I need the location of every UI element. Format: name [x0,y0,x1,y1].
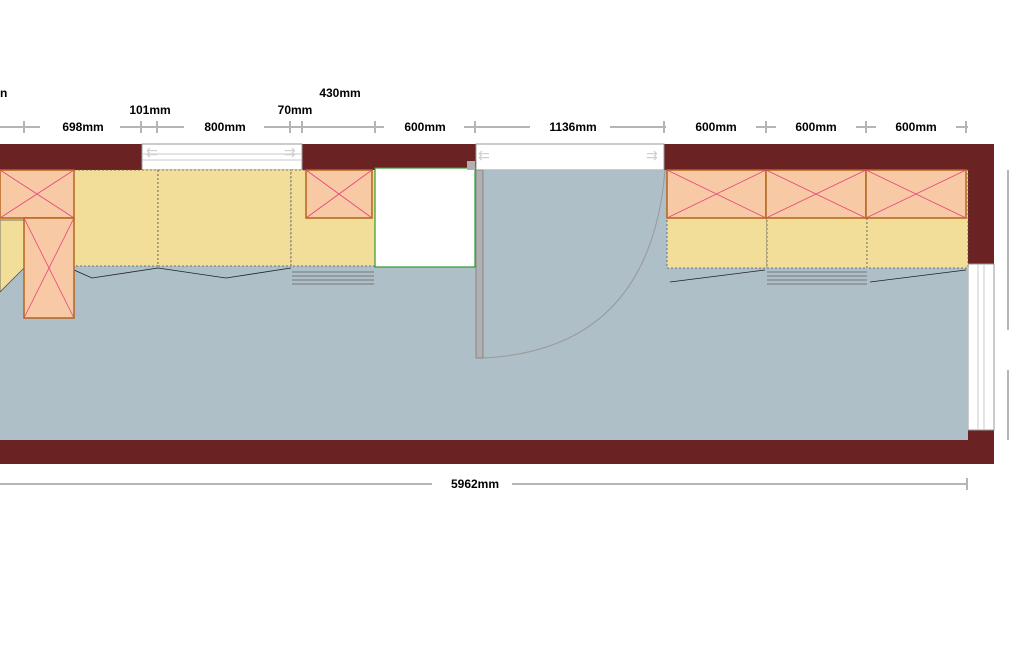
wall-top-middle [302,144,476,170]
dimension-label: 430mm [319,86,360,100]
bottom-dimension [0,478,968,490]
dimension-label: 600mm [404,120,445,134]
window-top-left[interactable] [141,143,303,171]
dimension-label: 698mm [62,120,103,134]
dimension-label: 600mm [695,120,736,134]
dimension-label: 70mm [278,103,313,117]
dimension-label: 800mm [204,120,245,134]
window-arrow-icon: ⇉ [284,145,296,161]
door-hinge-icon [467,161,475,170]
cabinet-door-swing-icon [869,269,967,283]
wall-cabinets-top-left [0,169,373,319]
wall-bottom [0,440,994,464]
cabinet-door-swing-icon [669,269,766,283]
wall-cabinets-top-right [666,169,967,219]
wall-top-left [0,144,142,170]
opening-arrow-icon: ⇉ [646,148,658,164]
window-right[interactable] [967,263,995,431]
windows: ⇇ ⇉ ⇇ ⇉ [141,143,995,431]
door [467,161,666,359]
dimension-label-total: 5962mm [451,477,499,491]
opening-arrow-icon: ⇇ [478,148,490,164]
door-leaf[interactable] [475,169,484,359]
dimension-label: 1136mm [549,120,596,134]
base-cabinet[interactable] [73,169,159,267]
window-arrow-icon: ⇇ [146,145,158,161]
appliance-space[interactable] [374,167,476,268]
dimension-label: 600mm [895,120,936,134]
dimension-label-partial: n [0,86,7,100]
dimension-label: 101mm [129,103,170,117]
door-opening-top[interactable] [475,143,665,171]
cabinet-door-swing-icon [73,267,292,279]
wall-top-right [664,144,994,170]
door-swing-arc-icon [482,169,666,359]
dimension-label: 600mm [795,120,836,134]
base-cabinet[interactable] [157,169,292,267]
top-dimension-chain [0,121,968,133]
